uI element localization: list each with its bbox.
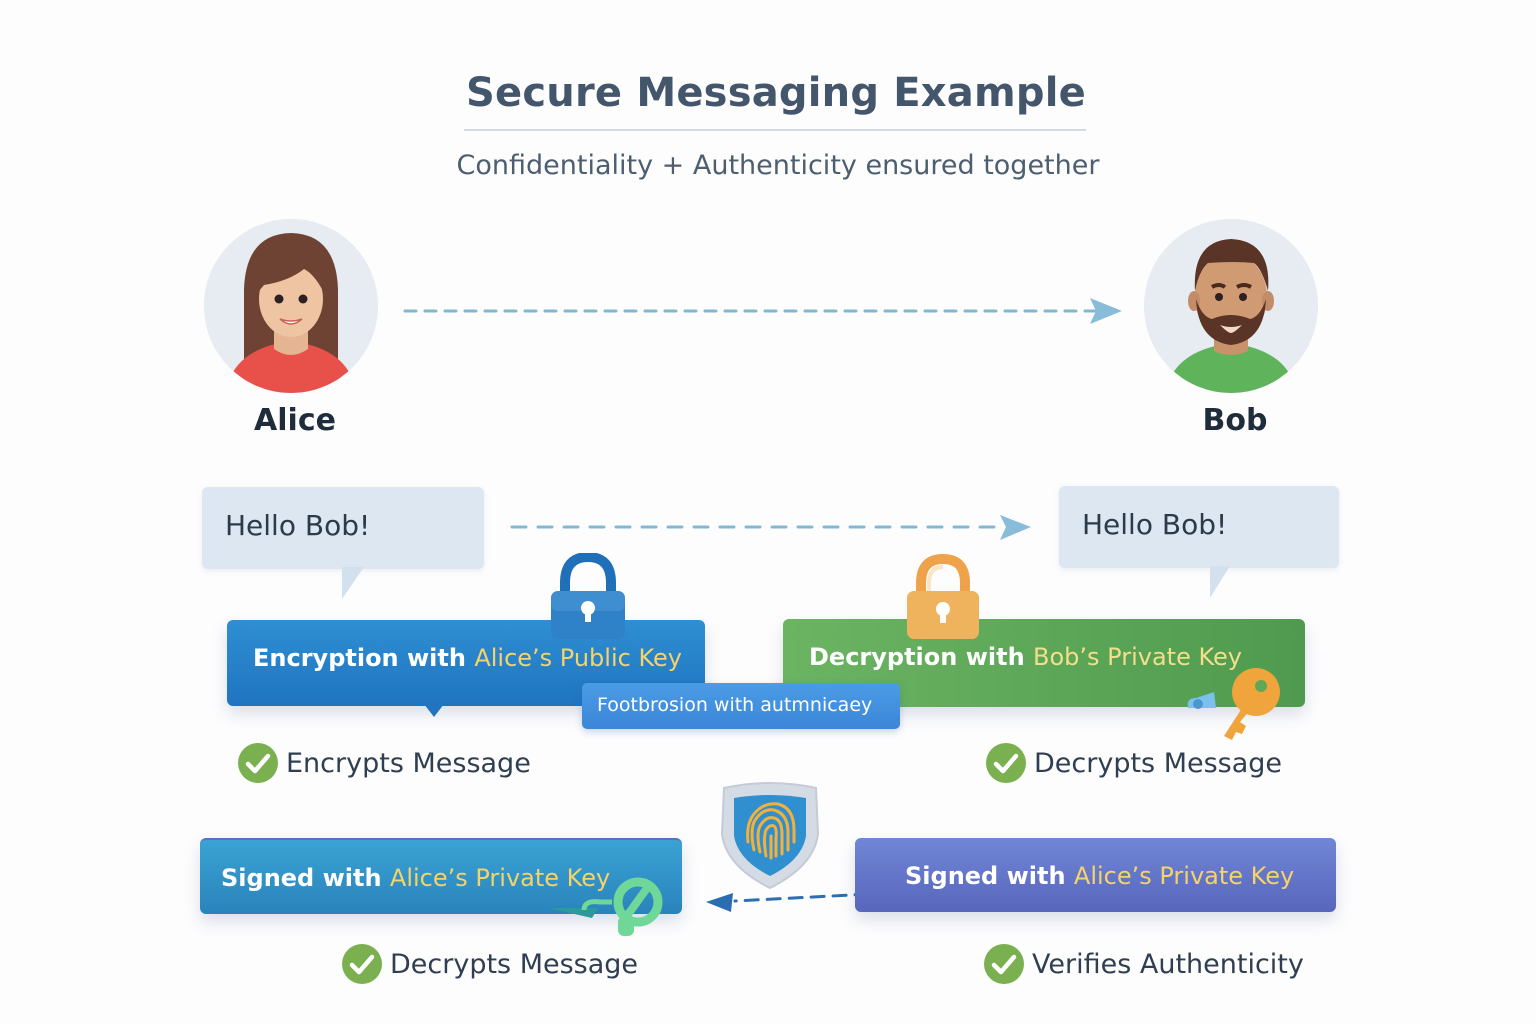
result-verifies: Verifies Authenticity <box>984 944 1304 984</box>
signing-step-right: Signed with Alice’s Private Key <box>855 838 1336 912</box>
sent-message-bubble: Hello Bob! <box>202 487 484 569</box>
received-message-bubble: Hello Bob! <box>1059 486 1339 568</box>
received-message-text: Hello Bob! <box>1082 508 1228 541</box>
diagram-subtitle: Confidentiality + Authenticity ensured t… <box>456 150 1100 181</box>
overlay-step-text: Footbrosion with autmnicaey <box>597 694 873 716</box>
result-decrypts-left-text: Decrypts Message <box>390 948 639 980</box>
overlay-step-label: Footbrosion with autmnicaey <box>582 683 900 729</box>
result-decrypts-left: Decrypts Message <box>342 944 638 984</box>
sent-message-text: Hello Bob! <box>225 509 371 542</box>
result-decrypts-right-text: Decrypts Message <box>1034 747 1283 779</box>
decryption-label: Decryption with Bob’s Private Key <box>809 643 1242 671</box>
result-verifies-text: Verifies Authenticity <box>1032 948 1304 980</box>
encryption-label: Encryption with Alice’s Public Key <box>253 644 682 672</box>
encryption-key-name: Alice’s Public Key <box>474 644 682 672</box>
result-encrypts-text: Encrypts Message <box>286 747 531 779</box>
fingerprint-shield-icon <box>720 782 820 890</box>
title-divider <box>464 129 1086 131</box>
signing-left-key-name: Alice’s Private Key <box>389 864 611 892</box>
result-encrypts: Encrypts Message <box>238 743 531 783</box>
decryption-prefix: Decryption with <box>809 643 1034 671</box>
check-circle-icon <box>986 743 1026 783</box>
check-circle-icon <box>984 944 1024 984</box>
signing-left-label: Signed with Alice’s Private Key <box>221 864 610 892</box>
signing-right-key-name: Alice’s Private Key <box>1073 862 1295 890</box>
check-circle-icon <box>342 944 382 984</box>
signing-left-prefix: Signed with <box>221 864 390 892</box>
check-circle-icon <box>238 743 278 783</box>
encryption-banner-pointer <box>424 704 444 717</box>
diagram-title: Secure Messaging Example <box>466 70 1086 116</box>
signature-seal-icon <box>548 877 663 936</box>
key-orange-icon <box>1187 668 1280 740</box>
encryption-prefix: Encryption with <box>253 644 475 672</box>
signing-right-prefix: Signed with <box>905 862 1074 890</box>
woman-avatar-icon <box>204 219 378 393</box>
alice-avatar <box>204 219 378 393</box>
padlock-blue-icon <box>551 553 625 639</box>
decryption-key-name: Bob’s Private Key <box>1033 643 1242 671</box>
bob-name: Bob <box>1202 403 1268 438</box>
signing-right-label: Signed with Alice’s Private Key <box>905 862 1294 890</box>
sent-bubble-tail <box>342 567 364 599</box>
message-dashed-arrow <box>510 515 1031 540</box>
received-bubble-tail <box>1210 566 1230 598</box>
alice-name: Alice <box>254 403 336 438</box>
bob-avatar <box>1144 219 1318 393</box>
padlock-orange-icon <box>907 553 979 639</box>
bearded-man-avatar-icon <box>1144 219 1318 393</box>
result-decrypts-right: Decrypts Message <box>986 743 1282 783</box>
top-dashed-arrow <box>403 298 1122 324</box>
